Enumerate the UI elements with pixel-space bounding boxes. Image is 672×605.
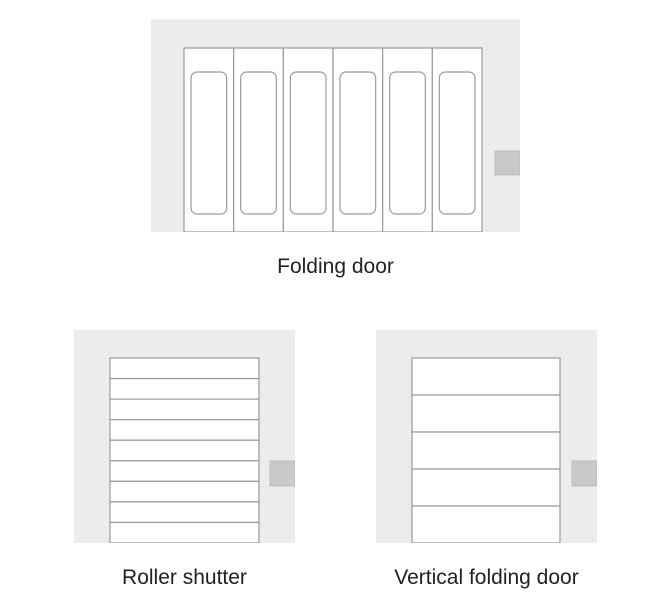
folding-panel-inset	[289, 71, 327, 215]
vertical-folding-door-illustration	[376, 330, 597, 543]
folding-panel-inset	[339, 71, 377, 215]
roller-slat	[109, 398, 260, 421]
roller-slat	[109, 460, 260, 482]
vertical-section	[411, 357, 561, 396]
roller-shutter-handle	[269, 460, 295, 487]
roller-slat	[109, 377, 260, 400]
roller-slat	[109, 439, 260, 462]
folding-panel-inset	[438, 71, 476, 215]
folding-panel-inset	[389, 71, 426, 215]
roller-shutter-illustration	[74, 330, 295, 543]
folding-door-illustration	[151, 19, 520, 232]
vertical-folding-door-tile	[376, 330, 597, 543]
vertical-folding-door-handle	[571, 460, 597, 487]
folding-panel	[233, 47, 284, 232]
folding-door-panels	[183, 47, 483, 232]
roller-shutter-tile	[74, 330, 295, 543]
vertical-section	[411, 468, 561, 507]
roller-slat	[109, 501, 260, 524]
folding-panel	[431, 47, 483, 232]
folding-panel	[382, 47, 433, 232]
folding-panel-inset	[240, 71, 277, 215]
vertical-folding-door-label: Vertical folding door	[394, 566, 579, 589]
roller-slat	[109, 521, 260, 543]
roller-slat	[109, 480, 260, 503]
folding-panel-inset	[190, 71, 228, 215]
roller-slat	[109, 357, 260, 380]
folding-door-label: Folding door	[277, 255, 394, 278]
vertical-section	[411, 431, 561, 470]
vertical-section	[411, 505, 561, 543]
folding-panel	[183, 47, 235, 232]
roller-slat	[109, 419, 260, 441]
folding-door-tile	[151, 19, 520, 232]
folding-panel	[282, 47, 334, 232]
vertical-folding-door-sections	[411, 357, 561, 543]
roller-shutter-label: Roller shutter	[122, 566, 247, 589]
folding-door-handle	[494, 150, 520, 176]
folding-panel	[332, 47, 384, 232]
vertical-section	[411, 394, 561, 433]
roller-shutter-slats	[109, 357, 260, 543]
